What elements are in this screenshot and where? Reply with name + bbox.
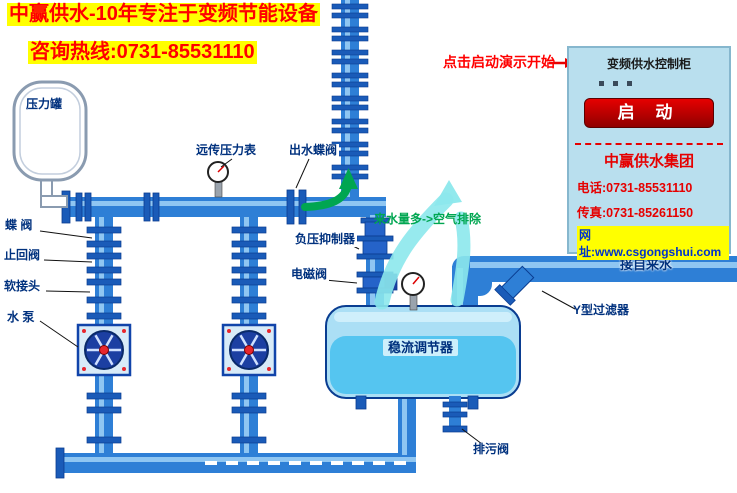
tank-suction-riser: [398, 392, 416, 455]
solenoid-valve-label: 电磁阀: [289, 267, 330, 282]
flow-direction-arrow: [301, 168, 358, 211]
indicator-dot: [627, 81, 632, 86]
cabinet-title: 变频供水控制柜: [606, 57, 691, 71]
outlet-butterfly-valve-label: 出水蝶阀: [287, 143, 340, 158]
water-pump-2: [221, 323, 277, 377]
air-exhaust-note: 来水量多->空气排除: [374, 212, 482, 226]
fax-line: 传真:0731-85261150: [577, 206, 694, 220]
website-line: 网址:www.csgongshui.com: [577, 226, 729, 260]
tank-pressure-gauge-device: [401, 272, 425, 311]
demo-hint-text: 点击启动演示开始: [443, 54, 555, 70]
page-title: 中赢供水-10年专注于变频节能设备: [7, 3, 320, 26]
drain-valve-label: 排污阀: [471, 442, 512, 457]
company-name: 中赢供水集团: [603, 153, 694, 170]
indicator-dot: [613, 81, 618, 86]
negative-pressure-suppressor-device: [356, 217, 394, 260]
pressure-tank-vessel: [12, 80, 88, 208]
water-pump-label: 水 泵: [7, 310, 35, 324]
flow-regulator-label: 稳流调节器: [383, 339, 459, 356]
tap-water-inlet-label: 接自来水: [620, 257, 673, 272]
drain-valve-device: [442, 396, 468, 433]
branch-2-couplings: [231, 226, 267, 444]
butterfly-valve-label: 蝶 阀: [5, 218, 33, 232]
check-valve-label: 止回阀: [4, 248, 41, 262]
y-filter-body: [494, 265, 535, 306]
indicator-dot: [599, 81, 604, 86]
pressure-tank-label: 压力罐: [26, 97, 63, 111]
air-exhaust-spray: [374, 180, 471, 310]
indicator-lights: [599, 81, 729, 86]
hotline-text: 咨询热线:0731-85531110: [28, 41, 257, 64]
flow-regulator-tank: [325, 305, 521, 410]
negative-pressure-suppressor-label: 负压抑制器: [293, 232, 358, 247]
control-cabinet: 变频供水控制柜 启 动 中赢供水集团 电话:0731-85531110 传真:0…: [567, 46, 731, 260]
remote-pressure-gauge-device: [207, 161, 229, 198]
start-button[interactable]: 启 动: [584, 98, 714, 128]
soft-joint-label: 软接头: [4, 279, 41, 293]
branch-1-couplings: [86, 226, 122, 444]
bottom-suction-pipe: [55, 447, 416, 479]
y-filter-label: Y型过滤器: [573, 303, 630, 317]
remote-pressure-gauge-label: 远传压力表: [194, 143, 259, 158]
cabinet-divider: [575, 143, 723, 145]
phone-line: 电话:0731-85531110: [577, 181, 693, 195]
water-pump-1: [76, 323, 132, 377]
